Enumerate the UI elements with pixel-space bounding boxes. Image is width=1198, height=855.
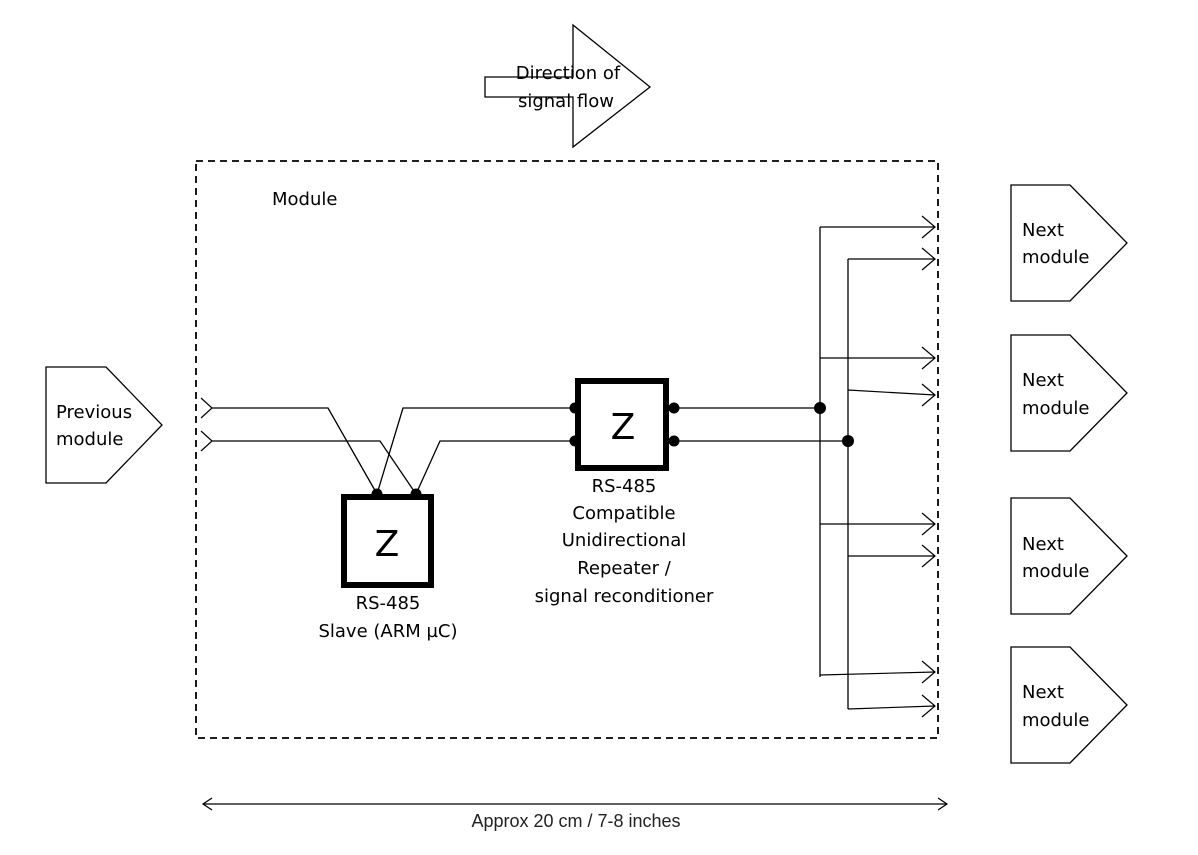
repeater-in-a bbox=[569, 402, 581, 414]
slave-terminal-b bbox=[410, 488, 422, 500]
previous-module-line2: module bbox=[56, 429, 123, 450]
direction-label-line1: Direction of bbox=[516, 63, 621, 84]
dimension-label: Approx 20 cm / 7-8 inches bbox=[471, 811, 680, 831]
next-module-4: Next module bbox=[1010, 646, 1128, 764]
next-module-1: Next module bbox=[1010, 184, 1128, 302]
slave-terminal-a bbox=[371, 488, 383, 500]
next-module-4-line2: module bbox=[1022, 710, 1089, 731]
next-module-1-line1: Next bbox=[1022, 220, 1064, 241]
repeater-label-line3: Unidirectional bbox=[562, 530, 687, 551]
next-module-3-line2: module bbox=[1022, 561, 1089, 582]
repeater-label-line4: Repeater / bbox=[577, 558, 672, 579]
next-module-2-line2: module bbox=[1022, 398, 1089, 419]
slave-component: Z RS-485 Slave (ARM µC) bbox=[318, 488, 458, 642]
previous-module: Previous module bbox=[45, 366, 163, 484]
next-module-2-line1: Next bbox=[1022, 370, 1064, 391]
repeater-component: Z RS-485 Compatible Unidirectional Repea… bbox=[535, 378, 714, 607]
next-module-3: Next module bbox=[1010, 497, 1128, 615]
next-module-3-line1: Next bbox=[1022, 534, 1064, 555]
slave-label-line1: RS-485 bbox=[356, 593, 421, 614]
repeater-label-line1: RS-485 bbox=[592, 476, 657, 497]
output-bus bbox=[674, 227, 854, 709]
previous-module-line1: Previous bbox=[56, 402, 132, 423]
dimension-indicator: Approx 20 cm / 7-8 inches bbox=[201, 797, 949, 831]
next-module-2: Next module bbox=[1010, 334, 1128, 452]
output-branches bbox=[819, 215, 936, 718]
repeater-label-line2: Compatible bbox=[572, 503, 675, 524]
slave-label-line2: Slave (ARM µC) bbox=[318, 621, 457, 642]
repeater-symbol: Z bbox=[611, 407, 636, 448]
module-boundary bbox=[195, 160, 939, 739]
direction-arrow: Direction of signal flow bbox=[484, 23, 652, 149]
direction-label-line2: signal flow bbox=[518, 91, 614, 112]
repeater-in-b bbox=[569, 435, 581, 447]
module-label: Module bbox=[272, 189, 337, 210]
next-module-1-line2: module bbox=[1022, 247, 1089, 268]
next-module-4-line1: Next bbox=[1022, 682, 1064, 703]
input-chevrons bbox=[200, 397, 213, 452]
repeater-label-line5: signal reconditioner bbox=[535, 586, 714, 607]
slave-box bbox=[341, 494, 434, 588]
input-bus bbox=[212, 407, 575, 495]
slave-symbol: Z bbox=[375, 524, 400, 565]
repeater-box bbox=[575, 378, 669, 471]
